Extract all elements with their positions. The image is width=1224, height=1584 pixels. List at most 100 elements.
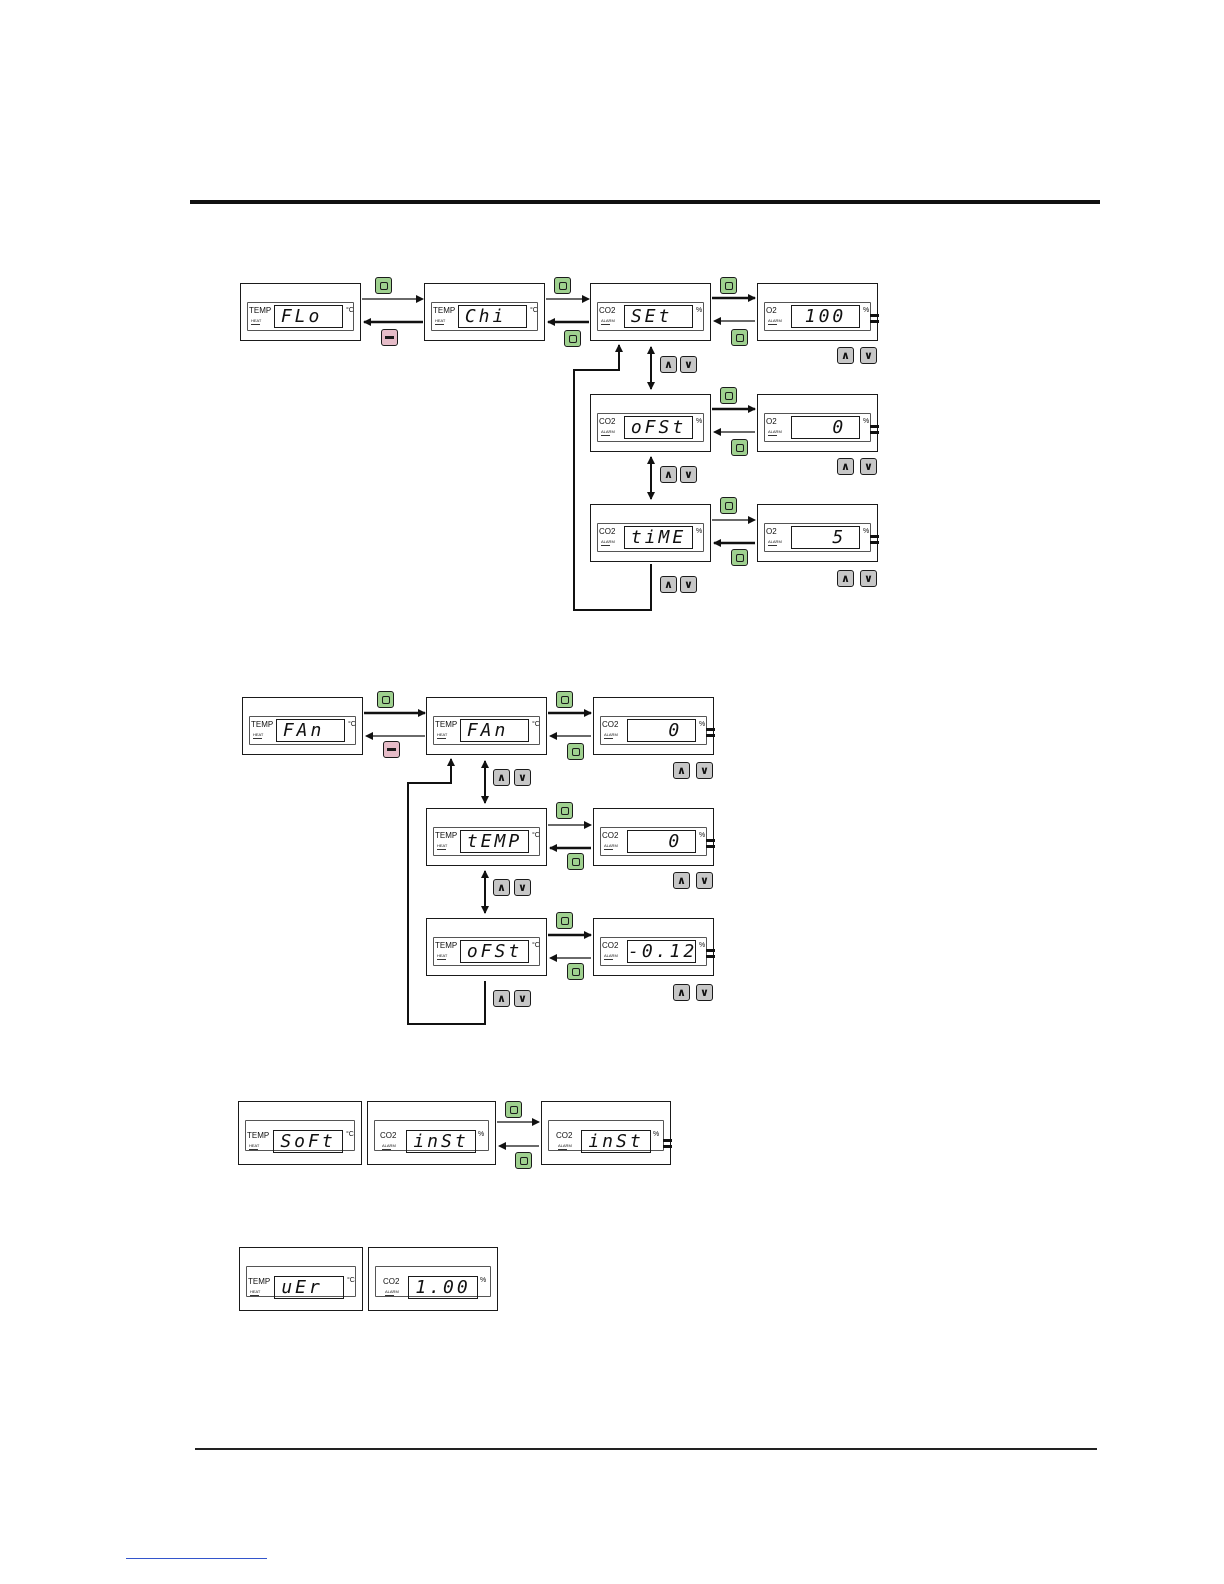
alarm-label: ALARM bbox=[601, 539, 615, 546]
heat-label: HEAT bbox=[437, 843, 448, 850]
unit-label: % bbox=[699, 832, 706, 839]
lcd-readout: inSt bbox=[581, 1130, 651, 1153]
down-button[interactable]: ∨ bbox=[680, 466, 697, 483]
enter-button[interactable] bbox=[731, 439, 748, 456]
unit-label: % bbox=[863, 528, 870, 535]
enter-button[interactable] bbox=[567, 743, 584, 760]
blink-indicator bbox=[870, 314, 879, 317]
down-button[interactable]: ∨ bbox=[860, 347, 877, 364]
unit-label: % bbox=[699, 721, 706, 728]
enter-button[interactable] bbox=[567, 963, 584, 980]
down-button[interactable]: ∨ bbox=[514, 990, 531, 1007]
display-panel-inst-confirm: CO2 ALARM inSt % bbox=[541, 1101, 672, 1165]
display-panel-soft: TEMP HEAT SoFt °C bbox=[238, 1101, 362, 1165]
alarm-label: ALARM bbox=[604, 732, 618, 739]
display-panel-0: O2 ALARM 0 % bbox=[757, 394, 879, 452]
enter-button[interactable] bbox=[564, 330, 581, 347]
lcd-readout: SEt bbox=[624, 305, 693, 328]
heat-label: HEAT bbox=[435, 318, 446, 325]
blink-indicator bbox=[663, 1145, 672, 1148]
enter-button[interactable] bbox=[731, 329, 748, 346]
enter-button[interactable] bbox=[720, 387, 737, 404]
enter-button[interactable] bbox=[567, 853, 584, 870]
enter-button[interactable] bbox=[731, 549, 748, 566]
back-button[interactable] bbox=[383, 741, 400, 758]
up-button[interactable]: ∧ bbox=[493, 769, 510, 786]
enter-button[interactable] bbox=[377, 691, 394, 708]
blink-indicator bbox=[706, 955, 715, 958]
display-panel-time: CO2 ALARM tiME % bbox=[590, 504, 711, 562]
lcd-readout: SoFt bbox=[273, 1130, 343, 1153]
alarm-label: ALARM bbox=[601, 318, 615, 325]
co2-label: CO2 bbox=[602, 941, 619, 950]
display-panel-ver: TEMP HEAT uEr °C bbox=[239, 1247, 363, 1311]
up-button[interactable]: ∧ bbox=[660, 576, 677, 593]
alarm-label: ALARM bbox=[768, 318, 782, 325]
unit-label: % bbox=[478, 1131, 485, 1138]
display-panel-fan-sub: TEMP HEAT FAn °C bbox=[426, 697, 547, 755]
enter-button[interactable] bbox=[556, 912, 573, 929]
down-button[interactable]: ∨ bbox=[680, 356, 697, 373]
heat-label: HEAT bbox=[251, 318, 262, 325]
heat-label: HEAT bbox=[437, 732, 448, 739]
temp-label: TEMP bbox=[435, 831, 458, 840]
unit-label: % bbox=[863, 418, 870, 425]
enter-button[interactable] bbox=[556, 691, 573, 708]
unit-label: % bbox=[863, 307, 870, 314]
down-button[interactable]: ∨ bbox=[514, 879, 531, 896]
unit-label: % bbox=[699, 942, 706, 949]
up-button[interactable]: ∧ bbox=[493, 990, 510, 1007]
display-panel-chi: TEMP HEAT Chi °C bbox=[424, 283, 545, 341]
blink-indicator bbox=[870, 535, 879, 538]
alarm-label: ALARM bbox=[382, 1143, 396, 1150]
up-button[interactable]: ∧ bbox=[493, 879, 510, 896]
down-button[interactable]: ∨ bbox=[860, 458, 877, 475]
enter-button[interactable] bbox=[720, 277, 737, 294]
enter-button[interactable] bbox=[720, 497, 737, 514]
lcd-readout: tiME bbox=[624, 526, 693, 549]
unit-label: °C bbox=[532, 832, 540, 839]
blink-indicator bbox=[870, 320, 879, 323]
up-button[interactable]: ∧ bbox=[673, 984, 690, 1001]
temp-label: TEMP bbox=[433, 306, 456, 315]
display-panel-version-value: CO2 ALARM 1.00 % bbox=[368, 1247, 498, 1311]
up-button[interactable]: ∧ bbox=[660, 466, 677, 483]
enter-button[interactable] bbox=[515, 1152, 532, 1169]
lcd-readout: inSt bbox=[406, 1130, 476, 1153]
down-button[interactable]: ∨ bbox=[680, 576, 697, 593]
lcd-readout: FAn bbox=[460, 719, 529, 742]
lcd-readout: -0.12 bbox=[627, 940, 696, 963]
back-button[interactable] bbox=[381, 329, 398, 346]
display-panel-fan-value: CO2 ALARM 0 % bbox=[593, 697, 715, 755]
down-button[interactable]: ∨ bbox=[514, 769, 531, 786]
enter-button[interactable] bbox=[554, 277, 571, 294]
unit-label: °C bbox=[530, 307, 538, 314]
display-panel-ofst-value: CO2 ALARM -0.12 % bbox=[593, 918, 715, 976]
down-button[interactable]: ∨ bbox=[696, 872, 713, 889]
up-button[interactable]: ∧ bbox=[673, 762, 690, 779]
enter-button[interactable] bbox=[375, 277, 392, 294]
alarm-label: ALARM bbox=[768, 539, 782, 546]
unit-label: % bbox=[696, 528, 703, 535]
unit-label: °C bbox=[348, 721, 356, 728]
up-button[interactable]: ∧ bbox=[837, 347, 854, 364]
up-button[interactable]: ∧ bbox=[837, 458, 854, 475]
down-button[interactable]: ∨ bbox=[860, 570, 877, 587]
o2-label: O2 bbox=[766, 417, 777, 426]
display-panel-100: O2 ALARM 100 % bbox=[757, 283, 879, 341]
display-panel-ofst-temp: TEMP HEAT oFSt °C bbox=[426, 918, 547, 976]
display-panel-5: O2 ALARM 5 % bbox=[757, 504, 879, 562]
down-button[interactable]: ∨ bbox=[696, 984, 713, 1001]
enter-button[interactable] bbox=[556, 802, 573, 819]
up-button[interactable]: ∧ bbox=[673, 872, 690, 889]
lcd-readout: 0 bbox=[627, 830, 696, 853]
display-panel-temp-value: CO2 ALARM 0 % bbox=[593, 808, 715, 866]
up-button[interactable]: ∧ bbox=[837, 570, 854, 587]
temp-label: TEMP bbox=[435, 720, 458, 729]
down-button[interactable]: ∨ bbox=[696, 762, 713, 779]
lcd-readout: Chi bbox=[458, 305, 527, 328]
enter-button[interactable] bbox=[505, 1101, 522, 1118]
up-button[interactable]: ∧ bbox=[660, 356, 677, 373]
display-panel-temp: TEMP HEAT tEMP °C bbox=[426, 808, 547, 866]
